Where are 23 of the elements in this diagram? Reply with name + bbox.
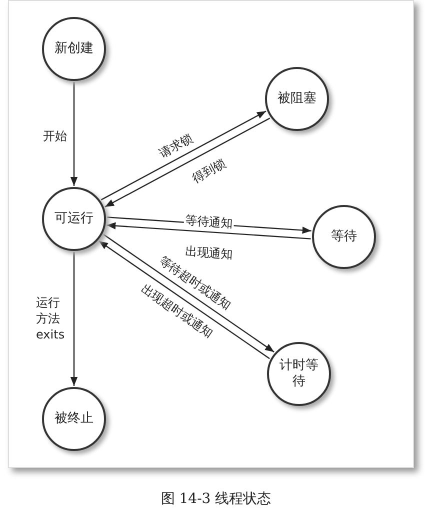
edge-label: 开始 <box>42 128 68 144</box>
state-circle <box>267 342 331 406</box>
arrow <box>100 110 266 200</box>
state-circle <box>42 17 106 81</box>
state-name: 被阻塞 <box>278 90 316 108</box>
state-name: 可运行 <box>54 210 94 228</box>
arrow <box>98 240 270 360</box>
arrow <box>70 252 78 386</box>
arrow <box>103 234 274 352</box>
state-circle <box>265 67 329 131</box>
edge-label: 等待通知 <box>184 213 234 231</box>
arrow <box>106 222 311 240</box>
state-name: 被终止 <box>54 410 94 428</box>
state-name: 等待 <box>331 228 357 246</box>
edge-label: 出现通知 <box>184 244 234 262</box>
state-circle <box>42 187 106 251</box>
state-name: 新创建 <box>54 40 94 58</box>
arrow <box>70 82 78 186</box>
figure-caption: 图 14-3 线程状态 <box>160 490 272 508</box>
state-circle <box>312 205 376 269</box>
arrow <box>104 118 270 208</box>
state-circle <box>42 387 106 451</box>
state-name: 计时等待 <box>278 358 320 390</box>
